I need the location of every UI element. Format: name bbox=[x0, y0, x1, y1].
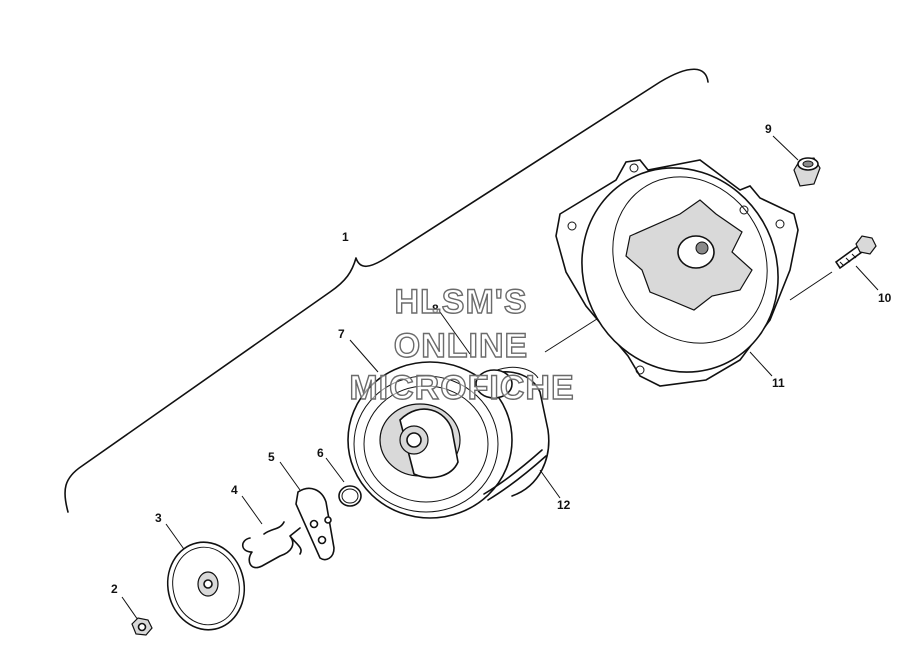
part-5-pawl bbox=[295, 487, 335, 561]
callout-9[interactable]: 9 bbox=[765, 122, 772, 136]
part-10-bolt bbox=[834, 235, 877, 270]
part-9-bushing bbox=[793, 157, 821, 187]
part-4-spring bbox=[241, 521, 302, 569]
watermark-line-3: MICROFICHE bbox=[349, 368, 575, 407]
callout-11[interactable]: 11 bbox=[772, 376, 785, 390]
callout-12[interactable]: 12 bbox=[557, 498, 571, 512]
callout-1[interactable]: 1 bbox=[342, 230, 349, 244]
callout-7[interactable]: 7 bbox=[338, 327, 345, 341]
part-7-pulley bbox=[347, 361, 550, 519]
watermark-line-2: ONLINE bbox=[393, 326, 529, 365]
callout-10[interactable]: 10 bbox=[878, 291, 892, 305]
watermark-line-1: HLSM'S bbox=[394, 282, 528, 321]
callout-6[interactable]: 6 bbox=[317, 446, 324, 460]
callout-2[interactable]: 2 bbox=[111, 582, 118, 596]
callout-8[interactable]: 8 bbox=[432, 302, 439, 316]
part-2-nut bbox=[131, 617, 153, 636]
part-3-disc bbox=[166, 541, 246, 631]
part-11-housing bbox=[555, 159, 799, 387]
callout-4[interactable]: 4 bbox=[231, 483, 238, 497]
part-8-hub bbox=[475, 369, 513, 399]
assembly-bracket bbox=[64, 68, 709, 513]
part-12-rope bbox=[483, 449, 547, 501]
part-6-ring bbox=[338, 485, 362, 507]
callout-5[interactable]: 5 bbox=[268, 450, 275, 464]
callout-3[interactable]: 3 bbox=[155, 511, 162, 525]
